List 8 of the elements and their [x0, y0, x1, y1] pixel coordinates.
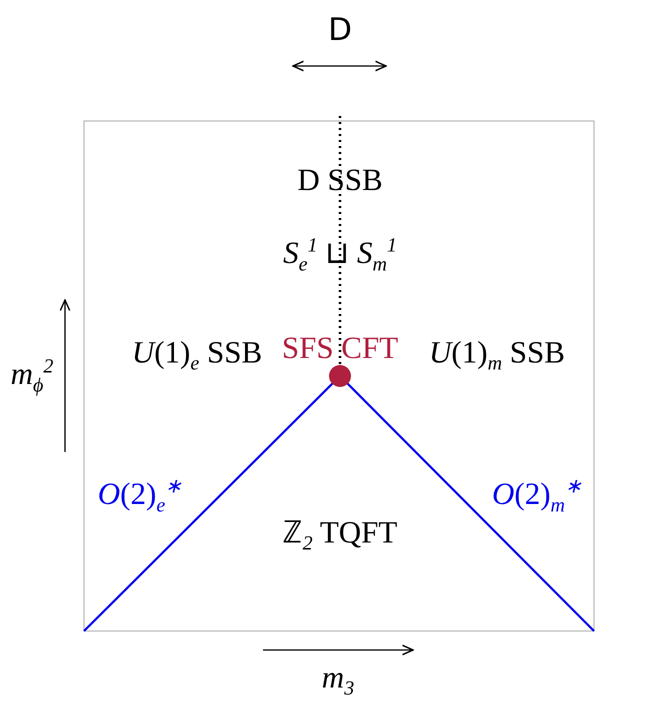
- point-label: SFS CFT: [282, 330, 398, 366]
- region-label: D SSB: [297, 162, 383, 198]
- direction-label: D: [328, 12, 352, 48]
- axis-label: m$_{3}$: [322, 660, 354, 700]
- critical-point: [329, 365, 351, 387]
- region-label: U(1)$_{m}$ SSB: [429, 335, 565, 375]
- region-label: U(1)$_{e}$ SSB: [132, 335, 262, 375]
- region-label: ℤ$_{2}$ TQFT: [282, 515, 398, 555]
